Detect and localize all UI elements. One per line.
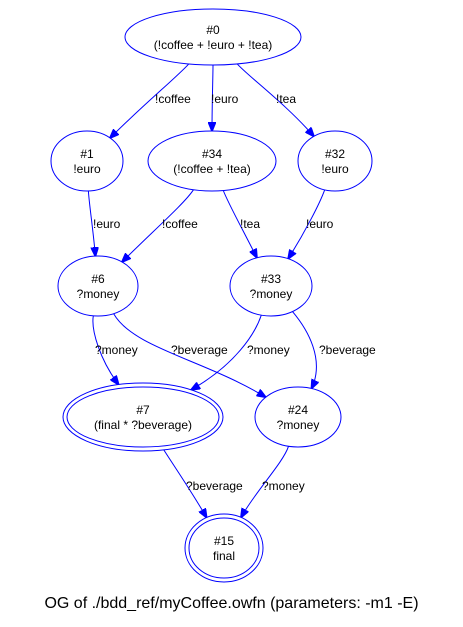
node-label-n33: ?money	[250, 287, 293, 301]
node-n34: #34(!coffee + !tea)	[147, 130, 277, 192]
edge-label-n0-n34: !euro	[211, 92, 239, 106]
node-ellipse-n32	[297, 130, 373, 192]
node-ellipse-n34	[147, 130, 277, 192]
edge-n34-n6	[122, 189, 194, 262]
edge-label-n0-n1: !coffee	[155, 92, 191, 106]
node-ellipse-n33	[229, 255, 313, 317]
graph-caption: OG of ./bdd_ref/myCoffee.owfn (parameter…	[44, 595, 419, 612]
node-title-n0: #0	[206, 23, 220, 37]
edge-n7-n15	[160, 445, 206, 517]
edge-n24-n15	[241, 446, 289, 517]
node-title-n6: #6	[91, 272, 105, 286]
edge-label-n6-n7: ?money	[95, 343, 138, 357]
node-n33: #33?money	[229, 255, 313, 317]
node-n6: #6?money	[57, 255, 139, 317]
edge-label-n24-n15: ?money	[262, 479, 305, 493]
node-title-n32: #32	[325, 147, 345, 161]
edge-label-n6-n24: ?beverage	[171, 343, 228, 357]
node-ellipse-n7	[66, 386, 220, 448]
edge-label-n1-n6: !euro	[93, 217, 121, 231]
edge-n0-n1	[110, 63, 190, 138]
node-label-n24: ?money	[277, 418, 320, 432]
edge-n1-n6	[87, 190, 95, 256]
edge-layer: !coffee !euro !tea !euro !coffee !tea !euro ?mo…	[87, 63, 376, 518]
node-label-n15: final	[213, 549, 235, 563]
node-ellipse-n0	[124, 8, 302, 66]
edge-n32-n33	[288, 189, 326, 259]
node-ellipse-n1	[50, 130, 124, 192]
edge-label-n34-n6: !coffee	[162, 217, 198, 231]
node-n1: #1!euro	[50, 130, 124, 192]
node-title-n1: #1	[80, 147, 94, 161]
edge-n0-n32	[236, 63, 314, 136]
edge-n33-n24	[292, 311, 317, 389]
edge-label-n32-n33: !euro	[306, 217, 334, 231]
edge-label-n0-n32: !tea	[276, 92, 296, 106]
node-label-n1: !euro	[73, 162, 101, 176]
node-ellipse-n15	[188, 517, 260, 579]
edge-label-n7-n15: ?beverage	[186, 479, 243, 493]
node-ellipse-n6	[57, 255, 139, 317]
node-title-n15: #15	[214, 534, 234, 548]
node-title-n33: #33	[261, 272, 281, 286]
edge-label-n33-n24: ?beverage	[319, 343, 376, 357]
node-layer: #0(!coffee + !euro + !tea)#1!euro#34(!co…	[50, 8, 373, 583]
node-title-n34: #34	[202, 147, 222, 161]
edge-n6-n24	[113, 313, 266, 398]
node-n32: #32!euro	[297, 130, 373, 192]
node-label-n34: (!coffee + !tea)	[173, 162, 251, 176]
node-n7: #7(final * ?beverage)	[62, 382, 224, 452]
og-graph: !coffee !euro !tea !euro !coffee !tea !euro ?mo…	[50, 8, 376, 583]
node-label-n6: ?money	[77, 287, 120, 301]
edge-label-n34-n33: !tea	[240, 217, 260, 231]
node-n24: #24?money	[254, 386, 342, 448]
node-label-n0: (!coffee + !euro + !tea)	[154, 38, 273, 52]
node-label-n7: (final * ?beverage)	[94, 418, 192, 432]
edge-n6-n7	[92, 315, 119, 385]
edge-label-n33-n7: ?money	[247, 343, 290, 357]
node-label-n32: !euro	[321, 162, 349, 176]
edge-n33-n7	[191, 314, 262, 390]
node-title-n7: #7	[136, 403, 150, 417]
edge-n0-n34	[212, 64, 213, 131]
node-n0: #0(!coffee + !euro + !tea)	[124, 8, 302, 66]
edge-n34-n33	[222, 190, 257, 258]
node-ellipse-n24	[254, 386, 342, 448]
node-title-n24: #24	[288, 403, 308, 417]
